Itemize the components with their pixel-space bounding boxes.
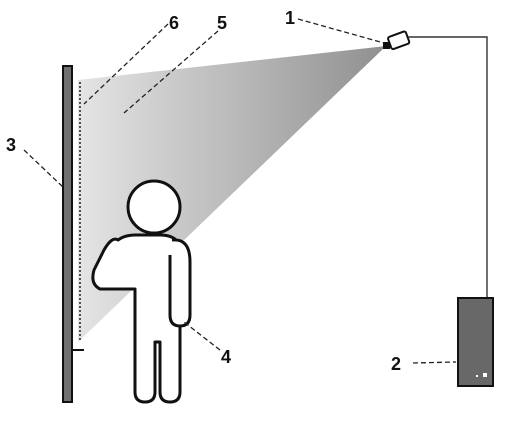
cable — [408, 36, 488, 298]
label-controller: 2 — [391, 354, 401, 374]
label-person: 4 — [221, 347, 231, 367]
label-projection-area: 6 — [169, 13, 179, 33]
label-light-cone: 5 — [217, 13, 227, 33]
leader-lines — [23, 18, 457, 364]
leader-3 — [23, 149, 65, 189]
leader-4 — [183, 321, 221, 351]
leader-5 — [123, 30, 219, 114]
person-figure — [91, 179, 192, 404]
light-cone — [78, 46, 386, 342]
controller-unit — [457, 297, 494, 387]
leader-2 — [412, 361, 457, 364]
wall — [62, 65, 73, 403]
leader-6 — [83, 23, 169, 105]
leader-1 — [297, 18, 385, 44]
label-wall: 3 — [6, 135, 16, 155]
camera-icon — [383, 30, 411, 51]
label-camera: 1 — [285, 8, 295, 28]
